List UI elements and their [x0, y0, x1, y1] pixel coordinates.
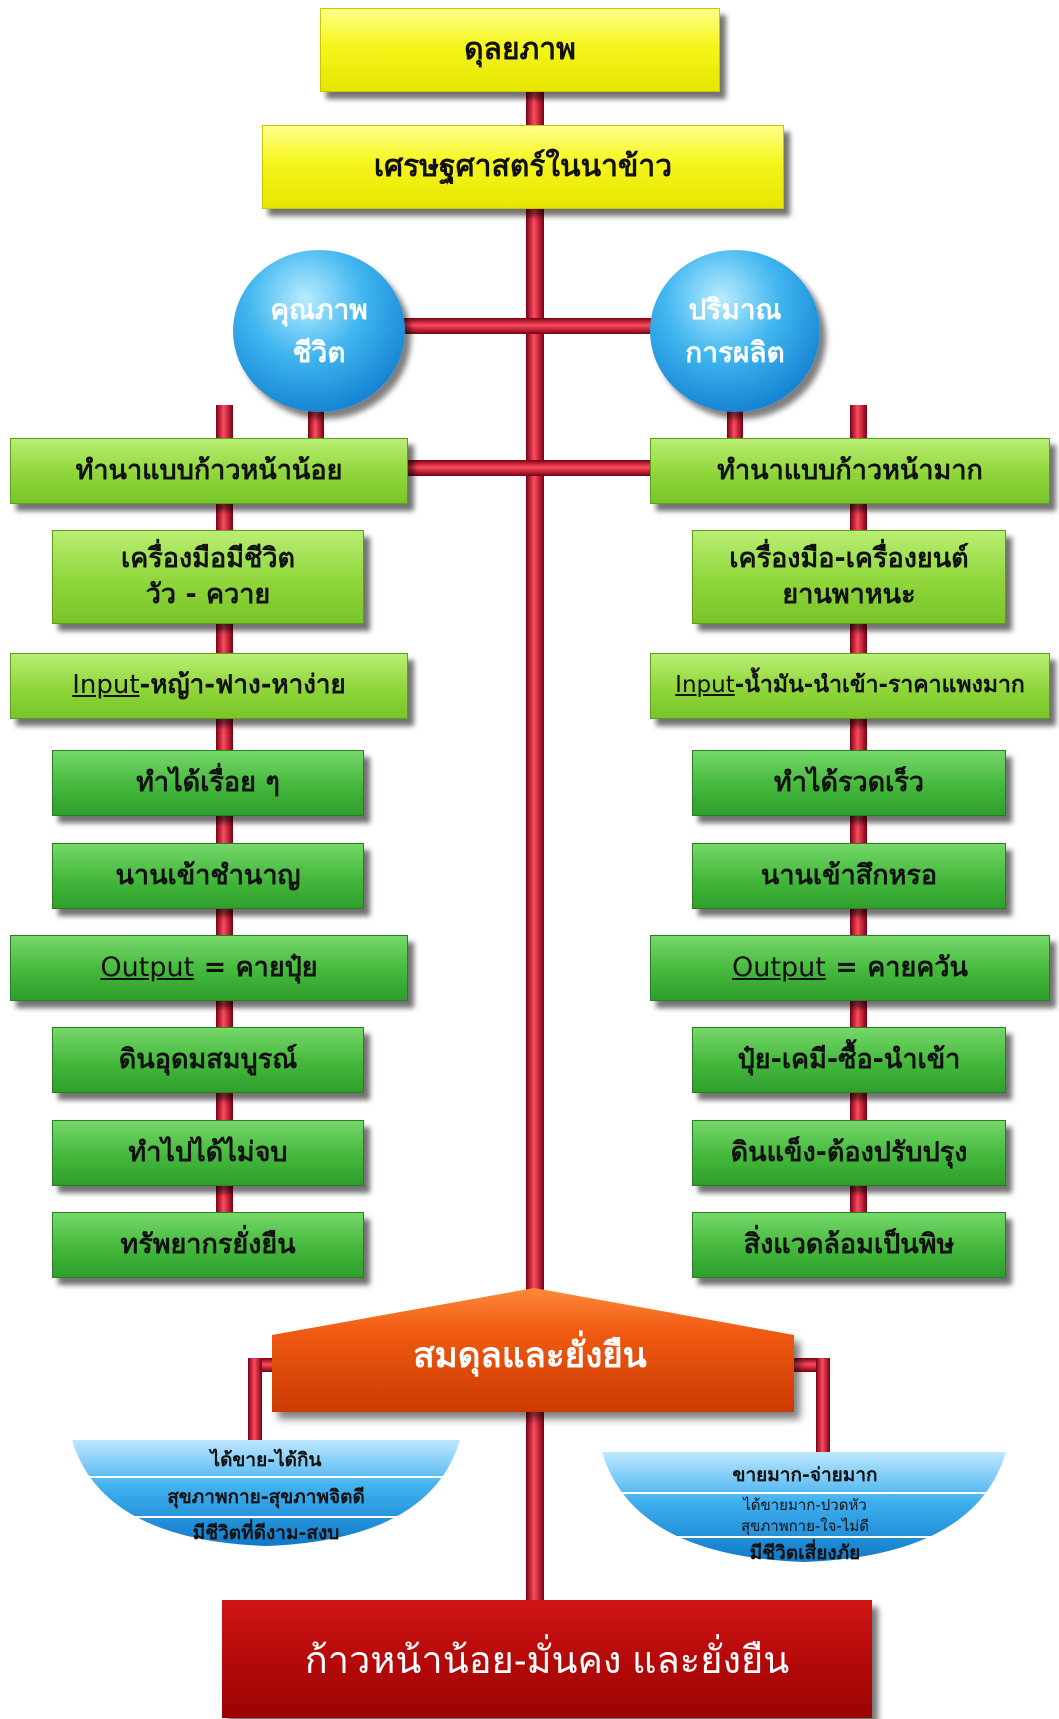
quality-circle-line2: ชีวิต	[292, 336, 346, 369]
right-input-box: Input-น้ำมัน-นำเข้า-ราคาแพงมาก	[650, 653, 1050, 719]
left-output-text: = คายปุ๋ย	[194, 951, 318, 983]
right-item6-text: ปุ๋ย-เคมี-ซื้อ-นำเข้า	[737, 1043, 961, 1075]
left-item3-box: ทำได้เรื่อย ๆ	[52, 750, 364, 816]
right-pan-divider2	[655, 1536, 955, 1538]
left-item8-text: ทรัพยากรยั่งยืน	[120, 1228, 296, 1260]
conclusion-box: ก้าวหน้าน้อย-มั่นคง และยั่งยืน	[222, 1600, 872, 1718]
left-item7-box: ทำไปได้ไม่จบ	[52, 1120, 364, 1186]
left-output-box: Output = คายปุ๋ย	[10, 935, 408, 1001]
right-output-box: Output = คายควัน	[650, 935, 1050, 1001]
left-tools-line1: เครื่องมือมีชีวิต	[120, 542, 296, 574]
left-output-prefix: Output	[100, 951, 195, 983]
circle-branch-line	[370, 318, 655, 334]
left-item4-text: นานเข้าชำนาญ	[115, 859, 301, 891]
production-volume-circle: ปริมาณ การผลิต	[650, 250, 820, 412]
left-input-prefix: Input	[72, 670, 140, 701]
left-pan-divider2	[121, 1516, 411, 1518]
left-pan-row1-text: ได้ขาย-ได้กิน	[210, 1449, 322, 1471]
conclusion-text: ก้าวหน้าน้อย-มั่นคง และยั่งยืน	[304, 1639, 790, 1682]
quality-of-life-circle: คุณภาพ ชีวิต	[233, 250, 405, 412]
right-tools-line1: เครื่องมือ-เครื่องยนต์	[729, 542, 969, 574]
left-pan-row1: ได้ขาย-ได้กิน	[80, 1444, 452, 1476]
right-item3-box: ทำได้รวดเร็ว	[692, 750, 1006, 816]
right-pan-row2a-text: ได้ขายมาก-ปวดหัว	[743, 1495, 867, 1514]
right-output-text: = คายควัน	[825, 951, 968, 983]
right-item8-box: สิ่งแวดล้อมเป็นพิษ	[692, 1212, 1006, 1278]
right-item6-box: ปุ๋ย-เคมี-ซื้อ-นำเข้า	[692, 1027, 1006, 1093]
right-output-prefix: Output	[732, 951, 826, 983]
right-input-prefix: Input	[675, 672, 735, 699]
left-header-text: ทำนาแบบก้าวหน้าน้อย	[75, 454, 343, 486]
title-box: ดุลยภาพ	[320, 8, 720, 92]
right-item3-text: ทำได้รวดเร็ว	[773, 766, 925, 798]
left-pan-row2-text: สุขภาพกาย-สุขภาพจิตดี	[167, 1486, 365, 1508]
left-pan-bowl	[72, 1440, 460, 1546]
subtitle-box: เศรษฐศาสตร์ในนาข้าว	[262, 125, 784, 209]
right-balance-drop	[816, 1358, 830, 1458]
right-pan-row1-text: ขายมาก-จ่ายมาก	[732, 1464, 878, 1486]
right-pan-bowl	[602, 1452, 1006, 1562]
title-text: ดุลยภาพ	[464, 31, 576, 67]
left-pan: ได้ขาย-ได้กิน สุขภาพกาย-สุขภาพจิตดี มีชี…	[80, 1444, 452, 1548]
right-pan-row3: มีชีวิตเสี่ยงภัย	[610, 1538, 1000, 1568]
right-header-text: ทำนาแบบก้าวหน้ามาก	[717, 454, 983, 486]
right-header-box: ทำนาแบบก้าวหน้ามาก	[650, 438, 1050, 504]
balance-banner: สมดุลและยั่งยืน	[270, 1320, 790, 1390]
right-input-text: -น้ำมัน-นำเข้า-ราคาแพงมาก	[734, 672, 1025, 699]
quality-circle-line1: คุณภาพ	[270, 292, 368, 326]
right-tools-box: เครื่องมือ-เครื่องยนต์ ยานพาหนะ	[692, 530, 1006, 624]
left-tools-line2: วัว - ควาย	[145, 579, 271, 610]
balance-banner-shape	[272, 1288, 794, 1412]
right-pan-row2b-text: สุขภาพกาย-ใจ-ไม่ดี	[740, 1516, 869, 1535]
right-pan-row1: ขายมาก-จ่ายมาก	[610, 1458, 1000, 1492]
right-pan-divider1	[619, 1492, 991, 1494]
left-pan-row3: มีชีวิตที่ดีงาม-สงบ	[80, 1518, 452, 1548]
right-item7-text: ดินแข็ง-ต้องปรับปรุง	[730, 1136, 968, 1168]
subtitle-text: เศรษฐศาสตร์ในนาข้าว	[373, 148, 673, 184]
production-circle-line1: ปริมาณ	[688, 292, 782, 326]
left-item3-text: ทำได้เรื่อย ๆ	[136, 766, 280, 798]
left-item6-text: ดินอุดมสมบูรณ์	[118, 1043, 298, 1075]
right-pan-row2a: ได้ขายมาก-ปวดหัว	[610, 1494, 1000, 1515]
right-item8-text: สิ่งแวดล้อมเป็นพิษ	[743, 1228, 955, 1260]
left-pan-row2: สุขภาพกาย-สุขภาพจิตดี	[80, 1478, 452, 1516]
left-item7-text: ทำไปได้ไม่จบ	[128, 1136, 288, 1168]
left-pan-row3-text: มีชีวิตที่ดีงาม-สงบ	[192, 1522, 340, 1544]
left-item6-box: ดินอุดมสมบูรณ์	[52, 1027, 364, 1093]
left-balance-drop	[248, 1358, 262, 1448]
left-input-text: -หญ้า-ฟาง-หาง่าย	[139, 670, 346, 701]
left-pan-divider1	[86, 1476, 446, 1478]
left-header-box: ทำนาแบบก้าวหน้าน้อย	[10, 438, 408, 504]
right-tools-line2: ยานพาหนะ	[782, 579, 916, 610]
left-item4-box: นานเข้าชำนาญ	[52, 843, 364, 909]
right-item4-text: นานเข้าสึกหรอ	[760, 859, 938, 891]
left-input-box: Input-หญ้า-ฟาง-หาง่าย	[10, 653, 408, 719]
left-item8-box: ทรัพยากรยั่งยืน	[52, 1212, 364, 1278]
balance-text: สมดุลและยั่งยืน	[413, 1335, 647, 1376]
right-pan-row3-text: มีชีวิตเสี่ยงภัย	[749, 1542, 861, 1564]
right-item7-box: ดินแข็ง-ต้องปรับปรุง	[692, 1120, 1006, 1186]
header-branch-line	[405, 460, 655, 476]
right-item4-box: นานเข้าสึกหรอ	[692, 843, 1006, 909]
left-tools-box: เครื่องมือมีชีวิต วัว - ควาย	[52, 530, 364, 624]
production-circle-line2: การผลิต	[685, 336, 785, 369]
right-pan-row2b: สุขภาพกาย-ใจ-ไม่ดี	[610, 1515, 1000, 1536]
right-pan: ขายมาก-จ่ายมาก ได้ขายมาก-ปวดหัว สุขภาพกา…	[610, 1458, 1000, 1568]
